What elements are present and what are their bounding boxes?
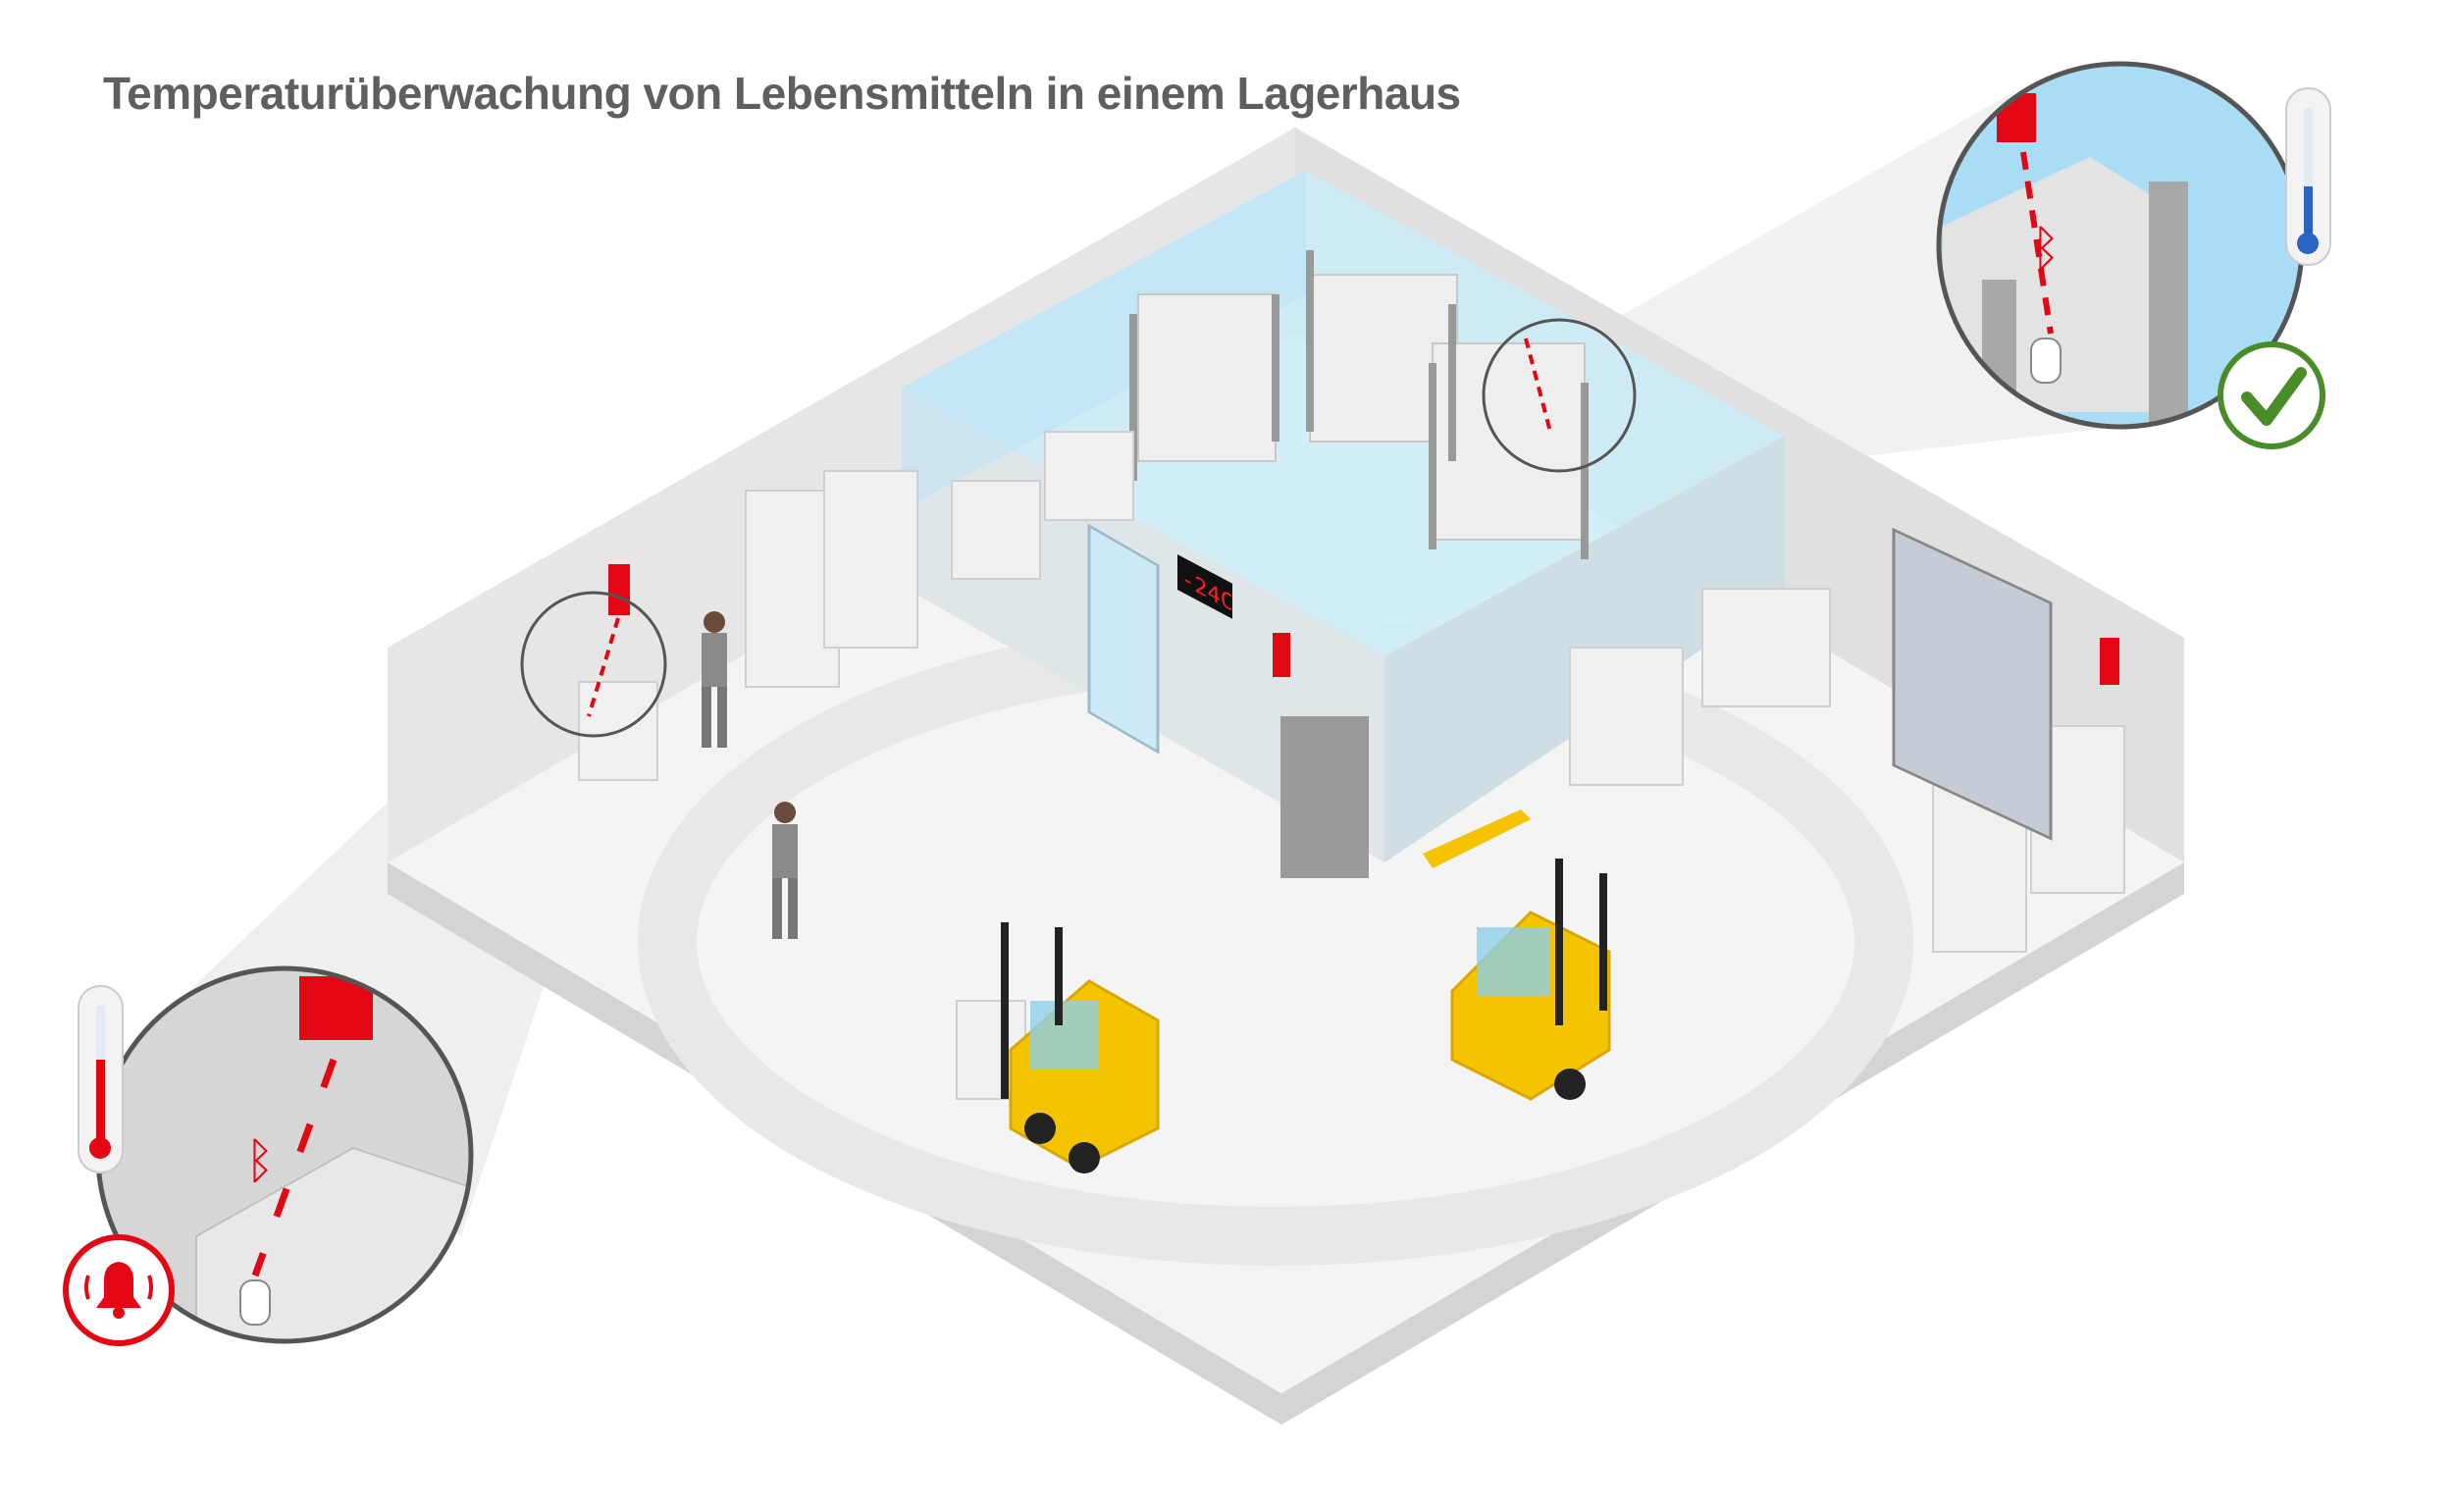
zoom-inset-alarm: ᛒ bbox=[95, 965, 474, 1344]
pallet-jack bbox=[1423, 809, 1531, 868]
cold-room: -24C bbox=[902, 171, 1785, 878]
thermometer-icon bbox=[78, 985, 124, 1173]
roller-door bbox=[1892, 527, 2053, 841]
magnifier-small-room bbox=[1482, 318, 1637, 473]
thermometer-icon bbox=[2285, 87, 2331, 266]
wall-gateway-sensor bbox=[2100, 638, 2119, 685]
worker bbox=[702, 611, 798, 939]
checkmark-icon bbox=[2218, 341, 2325, 449]
vending-machine bbox=[1280, 716, 1369, 878]
wall-gateway-sensor-left bbox=[608, 564, 630, 615]
forklift bbox=[1001, 922, 1160, 1173]
magnifier-small-left bbox=[520, 591, 667, 738]
page-title: Temperaturüberwachung von Lebensmitteln … bbox=[103, 68, 1461, 119]
bell-alarm-icon bbox=[63, 1234, 175, 1346]
cold-room-door[interactable] bbox=[1087, 523, 1160, 755]
svg-text:ᛒ: ᛒ bbox=[245, 1133, 275, 1188]
svg-text:ᛒ: ᛒ bbox=[2031, 221, 2061, 276]
forklift bbox=[1450, 859, 1611, 1101]
gateway-sensor bbox=[1273, 633, 1290, 677]
